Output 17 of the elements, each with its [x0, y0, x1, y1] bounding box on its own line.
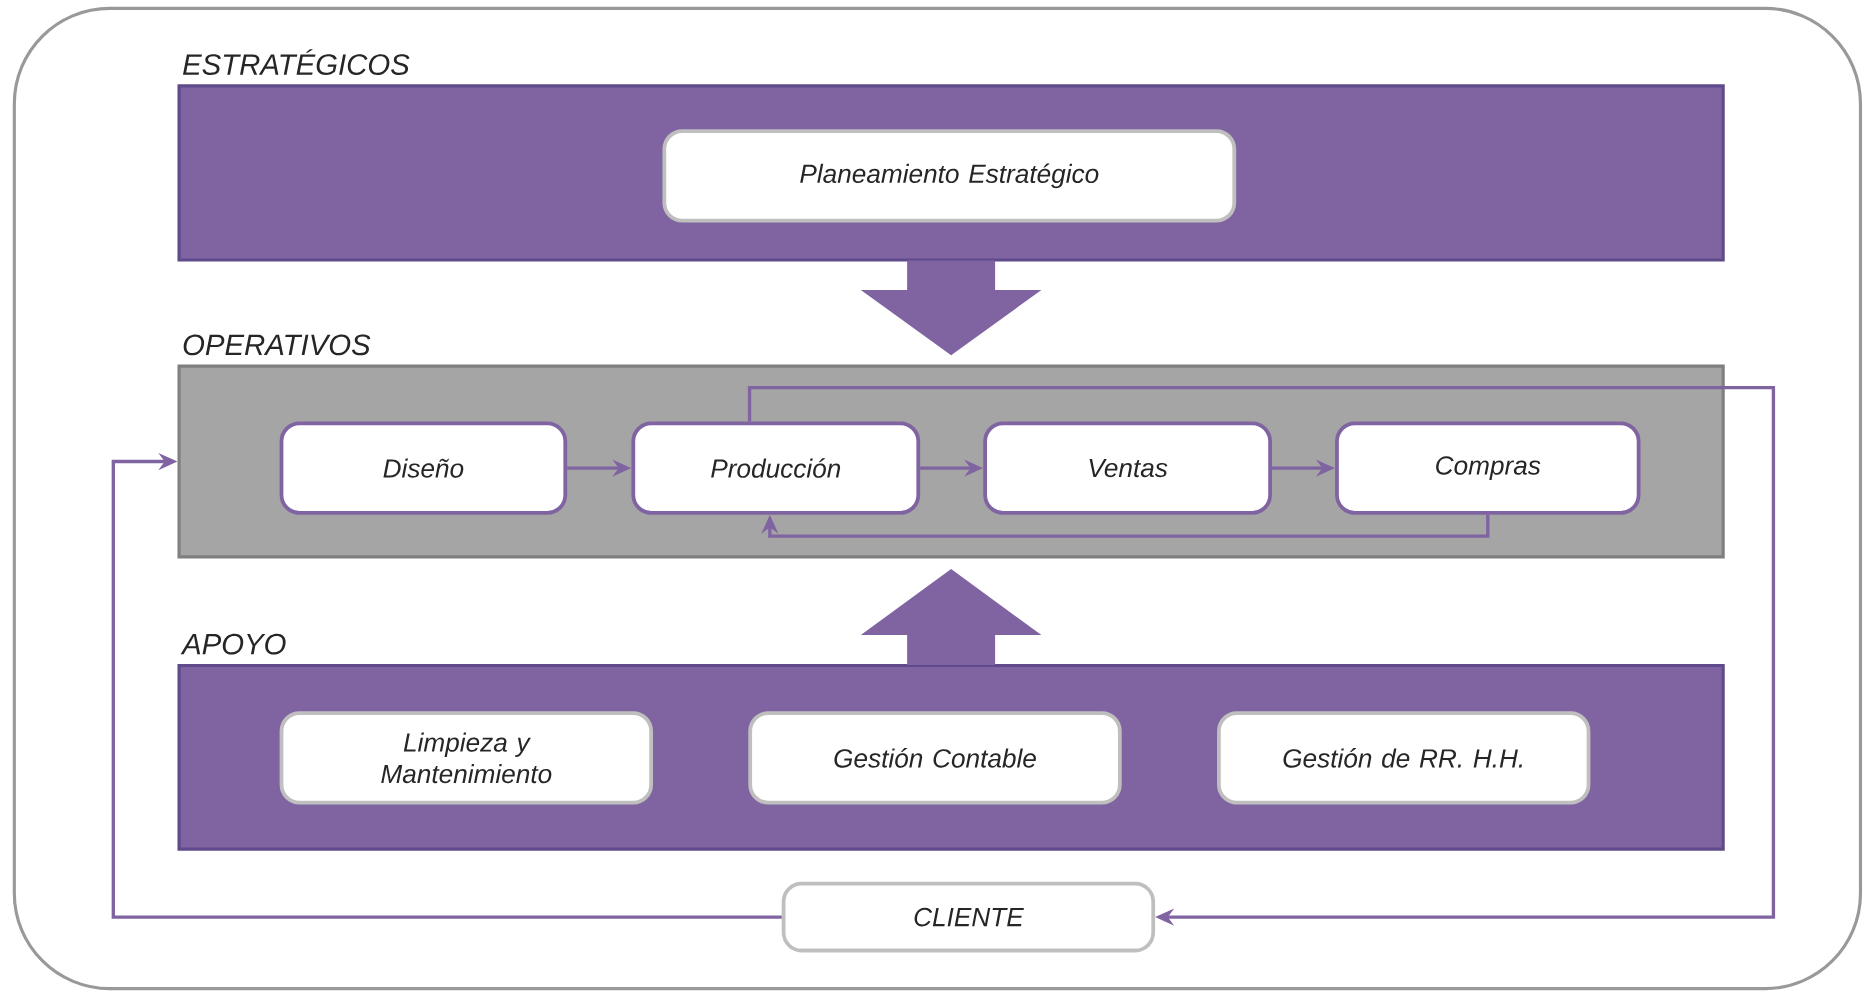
band-heading: OPERATIVOS [183, 334, 371, 355]
process-box: Gestión de RR. H.H. [1217, 711, 1591, 805]
process-box: Gestión Contable [748, 711, 1122, 805]
arrow [747, 385, 1776, 926]
process-box: Compras [1335, 421, 1641, 515]
block-arrow [860, 260, 1042, 355]
process-box: Producción [631, 421, 921, 515]
block-arrow [860, 568, 1042, 665]
process-box: Ventas [983, 421, 1272, 515]
band-heading: APOYO [180, 633, 286, 655]
arrow [761, 514, 1490, 538]
arrow [111, 452, 782, 919]
process-box: Planeamiento Estratégico [662, 129, 1237, 223]
band-heading: ESTRATÉGICOS [183, 49, 410, 75]
process-box: CLIENTE [781, 881, 1156, 953]
process-box: Limpieza y Mantenimiento [279, 711, 653, 805]
process-box: Diseño [279, 421, 568, 515]
